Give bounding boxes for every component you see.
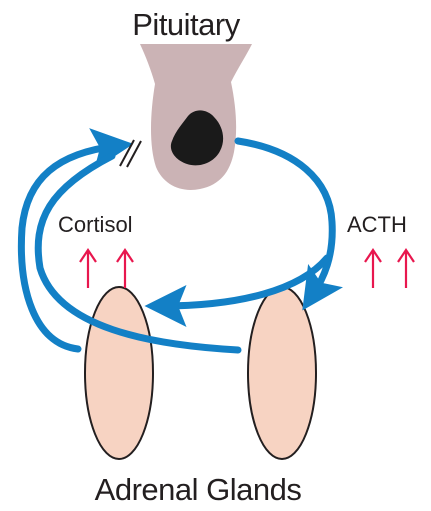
feedback-break-mark-1: [120, 140, 134, 166]
adrenal-gland-right: [248, 287, 316, 459]
acth-arrow-to-left-gland: [162, 258, 327, 306]
cortisol-up-arrow-1: [80, 250, 96, 288]
pituitary-label: Pituitary: [0, 9, 372, 40]
adrenal-glands-label: Adrenal Glands: [0, 474, 396, 505]
cortisol-up-arrow-2: [117, 250, 133, 288]
cortisol-label: Cortisol: [58, 214, 133, 236]
cortisol-increase-arrows: [80, 250, 133, 288]
acth-label: ACTH: [347, 214, 407, 236]
acth-arrow-to-right-gland: [238, 141, 332, 296]
feedback-break-mark-2: [127, 141, 141, 167]
acth-up-arrow-2: [398, 250, 414, 288]
acth-up-arrow-1: [365, 250, 381, 288]
acth-increase-arrows: [365, 250, 414, 288]
adrenal-gland-left: [85, 287, 153, 459]
